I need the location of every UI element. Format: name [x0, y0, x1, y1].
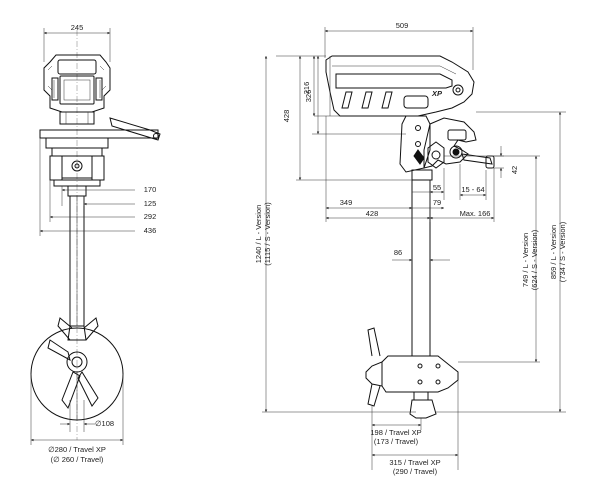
dim-428-vert-label: 428 — [282, 110, 291, 123]
front-view: 245 — [30, 23, 161, 464]
dim-170-label: 170 — [144, 185, 157, 194]
side-total-height: 1240 / L - Version (1115 / S - Version) — [254, 56, 416, 413]
dim-198-line2: (173 / Travel) — [374, 437, 419, 446]
front-clamp-bracket — [39, 111, 161, 197]
dim-245-label: 245 — [71, 23, 84, 32]
dim-55-label: 55 — [433, 183, 441, 192]
dim-216-label: 216 — [302, 82, 311, 95]
side-dim-86: 86 — [392, 248, 450, 262]
shaft-749-line2: (624 / S - Version) — [530, 229, 539, 290]
dia-prop-line2: (∅ 260 / Travel) — [51, 455, 104, 464]
side-dim-42: 42 — [492, 146, 519, 178]
dim-198-line1: 198 / Travel XP — [370, 428, 421, 437]
dim-15-64-label: 15 - 64 — [461, 185, 484, 194]
total-height-line2: (1115 / S - Version) — [263, 202, 272, 266]
side-clamp-assembly — [399, 115, 495, 181]
dim-509-label: 509 — [396, 21, 409, 30]
xp-logo: XP — [431, 89, 443, 98]
shaft-859-line2: (734 / S - Version) — [558, 221, 567, 282]
dim-349-label: 349 — [340, 198, 353, 207]
dim-42-label: 42 — [510, 166, 519, 174]
dia-prop-line1: ∅280 / Travel XP — [48, 445, 106, 454]
dim-326-label: 326 — [304, 90, 313, 103]
dim-79-label: 79 — [433, 198, 441, 207]
side-vertical-dims-top: 428 326 216 — [276, 55, 412, 181]
dim-315-line2: (290 / Travel) — [393, 467, 438, 476]
dim-315-line1: 315 / Travel XP — [389, 458, 440, 467]
dia-108-label: ∅108 — [95, 419, 114, 428]
front-battery-head — [43, 54, 111, 113]
total-height-line1: 1240 / L - Version — [254, 205, 263, 264]
dim-292-label: 292 — [144, 212, 157, 221]
shaft-749-line1: 749 / L - Version — [521, 233, 530, 287]
side-bottom-dims: 198 / Travel XP (173 / Travel) 315 / Tra… — [370, 380, 459, 476]
dim-86-label: 86 — [394, 248, 402, 257]
side-motor-pod — [365, 327, 459, 419]
side-view: 509 XP — [254, 21, 567, 476]
side-shaft — [411, 179, 431, 357]
front-shaft — [69, 195, 85, 327]
shaft-859-line1: 859 / L - Version — [549, 225, 558, 279]
dim-436-label: 436 — [144, 226, 157, 235]
dim-125-label: 125 — [144, 199, 157, 208]
side-horizontal-dims: 55 15 - 64 349 79 428 Max. 166 — [325, 116, 495, 222]
dim-max166-label: Max. 166 — [460, 209, 491, 218]
side-battery-head: XP — [325, 55, 475, 117]
side-shaft-length-dims: 749 / L - Version (624 / S - Version) 85… — [436, 111, 567, 413]
dim-428-horiz-label: 428 — [366, 209, 379, 218]
front-horizontal-dims: 170 125 292 436 — [39, 138, 157, 236]
